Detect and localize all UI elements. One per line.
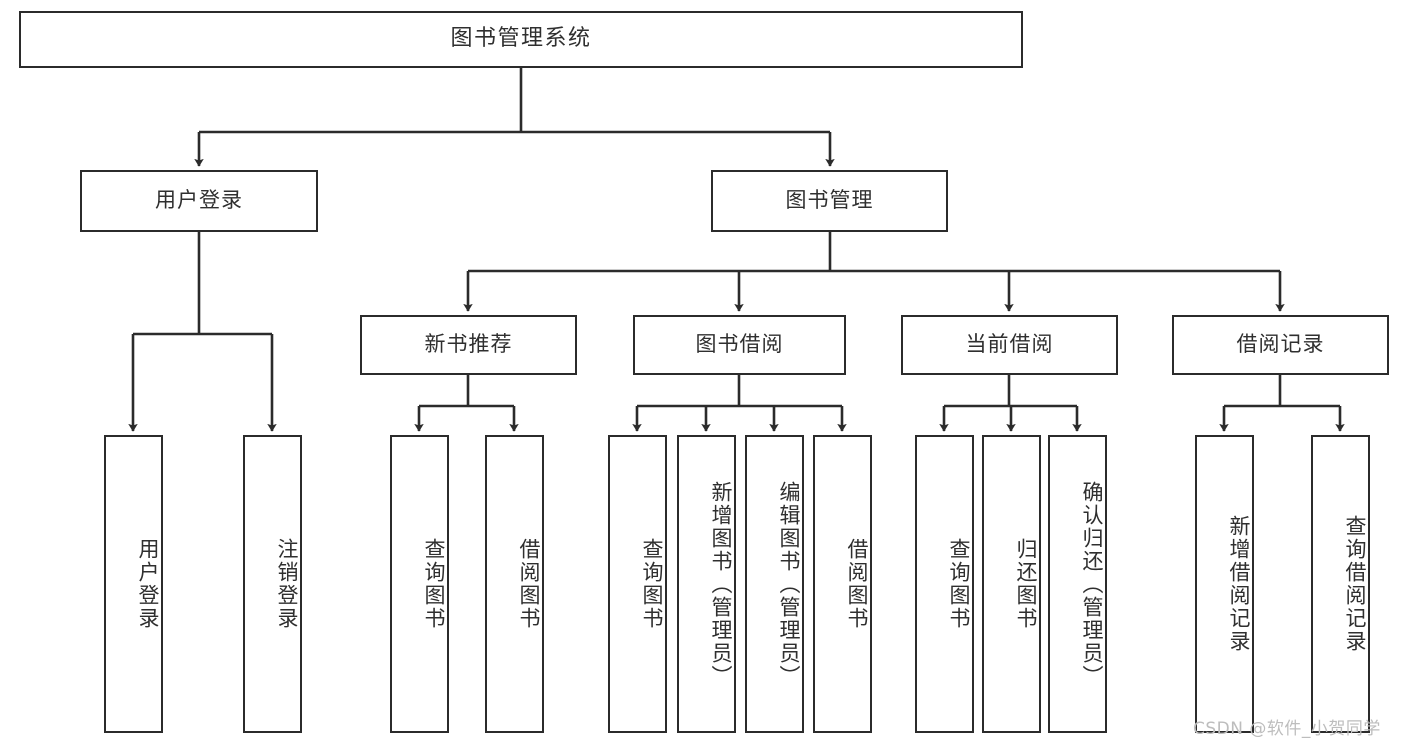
leaf-query-book-recommend[interactable]: 查询图书: [390, 435, 449, 733]
leaf-return-book[interactable]: 归还图书: [982, 435, 1041, 733]
leaf-user-login[interactable]: 用户登录: [104, 435, 163, 733]
leaf-add-book[interactable]: 新增图书（管理员）: [677, 435, 736, 733]
leaf-logout-login[interactable]: 注销登录: [243, 435, 302, 733]
node-user-login[interactable]: 用户登录: [80, 170, 318, 232]
node-book-borrow[interactable]: 图书借阅: [633, 315, 846, 375]
leaf-query-book-current[interactable]: 查询图书: [915, 435, 974, 733]
node-borrow-record[interactable]: 借阅记录: [1172, 315, 1389, 375]
leaf-borrow-book-recommend[interactable]: 借阅图书: [485, 435, 544, 733]
node-new-book-recommend[interactable]: 新书推荐: [360, 315, 577, 375]
leaf-edit-book[interactable]: 编辑图书（管理员）: [745, 435, 804, 733]
leaf-query-book-borrow[interactable]: 查询图书: [608, 435, 667, 733]
leaf-add-borrow-record[interactable]: 新增借阅记录: [1195, 435, 1254, 733]
node-root[interactable]: 图书管理系统: [19, 11, 1023, 68]
leaf-borrow-book[interactable]: 借阅图书: [813, 435, 872, 733]
csdn-watermark: CSDN @软件_小贺同学: [1193, 719, 1381, 739]
leaf-query-borrow-record[interactable]: 查询借阅记录: [1311, 435, 1370, 733]
leaf-confirm-return[interactable]: 确认归还（管理员）: [1048, 435, 1107, 733]
node-book-manage[interactable]: 图书管理: [711, 170, 948, 232]
node-current-borrow[interactable]: 当前借阅: [901, 315, 1118, 375]
